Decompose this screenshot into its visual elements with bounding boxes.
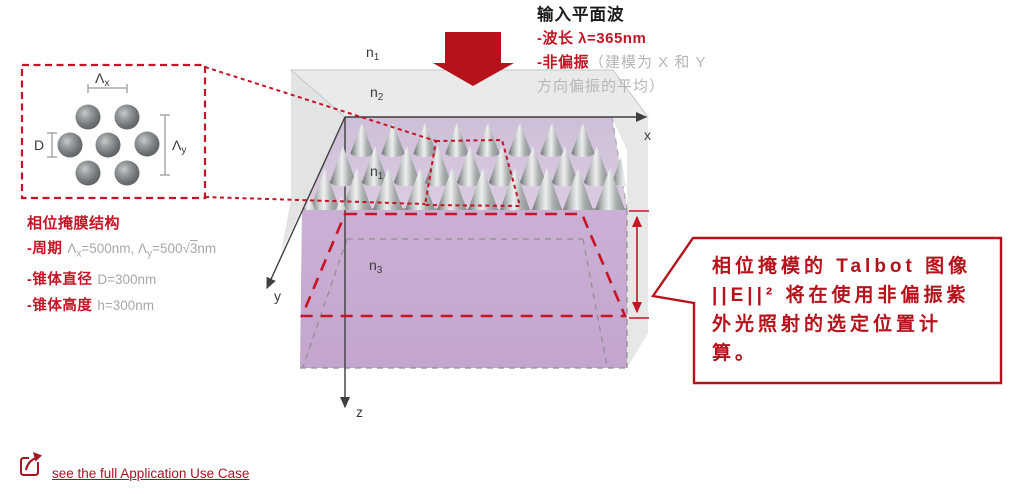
polarization-line: -非偏振（建模为 X 和 Y [537, 54, 707, 71]
mask-params-title: 相位掩膜结构 [27, 215, 121, 232]
polarization-line-2: 方向偏振的平均） [537, 78, 666, 95]
substrate-block [300, 209, 627, 368]
sphere-array [57, 104, 160, 186]
talbot-region-outline [300, 212, 627, 318]
inset-link-line-top [204, 66, 437, 142]
inset-dashed-border [20, 63, 207, 200]
axis-x-label: x [644, 127, 651, 143]
height-measure-arrow [629, 210, 649, 319]
unit-cell-inset: Λx Λy D [20, 63, 207, 200]
callout-text: 相位掩模的 Talbot 图像 ||E||² 将在使用非偏振紫 外光照射的选定位… [712, 256, 972, 364]
axis-y-label: y [274, 288, 281, 304]
inset-measure-lines [47, 84, 170, 176]
application-use-case-link[interactable]: see the full Application Use Case [52, 466, 250, 481]
n1-top-label: n1 [366, 44, 380, 63]
callout-bubble [650, 236, 1003, 385]
inset-link-line-bottom [204, 196, 426, 205]
axis-y-line [266, 116, 346, 290]
glass-slab-left-face [281, 70, 345, 253]
unit-cell-outline [423, 138, 522, 208]
input-wave-title: 输入平面波 [537, 6, 625, 24]
external-link-icon [20, 452, 42, 476]
n2-slab-label: n2 [370, 84, 384, 103]
n1-cones-label: n1 [370, 163, 384, 182]
inset-lambda-x-label: Λx [95, 70, 109, 89]
glass-slab-top-face [289, 69, 649, 118]
unit-cell-links [204, 66, 522, 208]
wavelength-line: -波长 λ=365nm [537, 30, 647, 47]
cone-array [299, 123, 630, 210]
inset-d-label: D [34, 137, 44, 153]
n3-substrate-label: n3 [369, 257, 383, 276]
axis-z-label: z [356, 404, 363, 420]
input-wave-arrow [433, 32, 514, 86]
inset-lambda-y-label: Λy [172, 137, 186, 156]
input-wave-text: 输入平面波 -波长 λ=365nm -非偏振（建模为 X 和 Y 方向偏振的平均… [537, 3, 707, 99]
